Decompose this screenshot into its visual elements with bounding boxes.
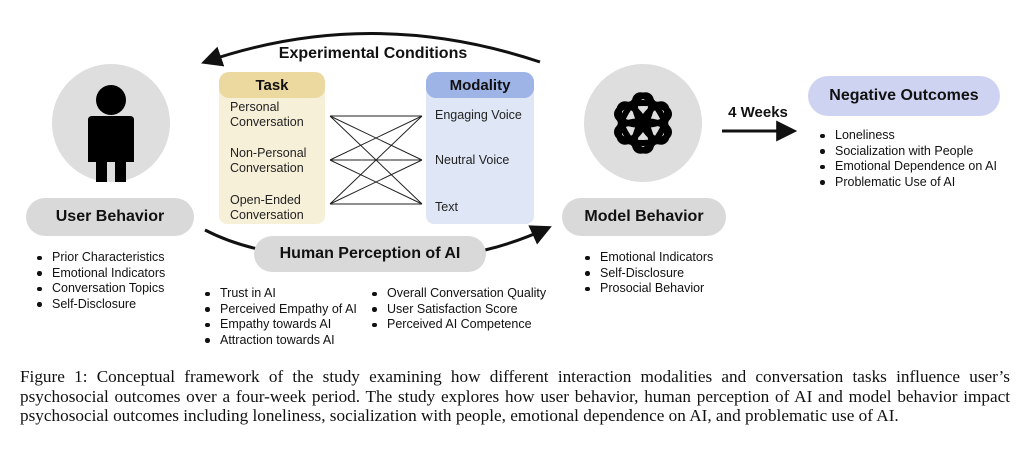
modality-item-engaging-voice: Engaging Voice <box>435 108 522 122</box>
list-item: Empathy towards AI <box>200 317 357 333</box>
user-avatar-circle <box>52 64 170 182</box>
experimental-conditions-title: Experimental Conditions <box>278 45 468 62</box>
task-column <box>219 74 325 224</box>
bottom-flow-arrow-left <box>204 228 263 252</box>
list-item: Trust in AI <box>200 286 357 302</box>
figure-caption: Figure 1: Conceptual framework of the st… <box>20 367 1010 425</box>
list-item: Emotional Indicators <box>580 250 713 266</box>
diagram-arrows <box>201 32 798 252</box>
list-item: Emotional Dependence on AI <box>815 159 997 175</box>
user-behavior-list: Prior Characteristics Emotional Indicato… <box>32 250 165 312</box>
modality-item-text: Text <box>435 200 458 214</box>
user-behavior-label: User Behavior <box>26 198 194 236</box>
list-item: Perceived Empathy of AI <box>200 302 357 318</box>
list-item: Self-Disclosure <box>32 297 165 313</box>
task-modality-cross-lines <box>329 115 423 205</box>
model-behavior-list: Emotional Indicators Self-Disclosure Pro… <box>580 250 713 297</box>
list-item: Loneliness <box>815 128 997 144</box>
human-perception-list-right: Overall Conversation Quality User Satisf… <box>367 286 546 333</box>
list-item: Socialization with People <box>815 144 997 160</box>
model-avatar-circle <box>584 64 702 182</box>
task-header: Task <box>219 72 325 98</box>
task-item-open-ended: Open-Ended Conversation <box>230 193 304 222</box>
list-item: User Satisfaction Score <box>367 302 546 318</box>
list-item: Conversation Topics <box>32 281 165 297</box>
list-item: Attraction towards AI <box>200 333 357 349</box>
model-behavior-label: Model Behavior <box>562 198 726 236</box>
negative-outcomes-list: Loneliness Socialization with People Emo… <box>815 128 997 190</box>
human-perception-list-left: Trust in AI Perceived Empathy of AI Empa… <box>200 286 357 348</box>
list-item: Perceived AI Competence <box>367 317 546 333</box>
human-perception-label: Human Perception of AI <box>254 236 486 272</box>
list-item: Overall Conversation Quality <box>367 286 546 302</box>
duration-label: 4 Weeks <box>728 104 788 121</box>
negative-outcomes-label: Negative Outcomes <box>808 76 1000 116</box>
list-item: Problematic Use of AI <box>815 175 997 191</box>
modality-column <box>426 74 534 224</box>
experimental-conditions-arrow <box>201 32 541 67</box>
task-item-non-personal: Non-Personal Conversation <box>230 146 307 175</box>
list-item: Emotional Indicators <box>32 266 165 282</box>
list-item: Self-Disclosure <box>580 266 713 282</box>
modality-header: Modality <box>426 72 534 98</box>
task-item-personal: Personal Conversation <box>230 100 304 129</box>
openai-logo-icon <box>614 92 672 154</box>
bottom-flow-arrow-right <box>484 225 552 252</box>
list-item: Prior Characteristics <box>32 250 165 266</box>
list-item: Prosocial Behavior <box>580 281 713 297</box>
person-icon <box>88 85 134 182</box>
modality-item-neutral-voice: Neutral Voice <box>435 153 510 167</box>
